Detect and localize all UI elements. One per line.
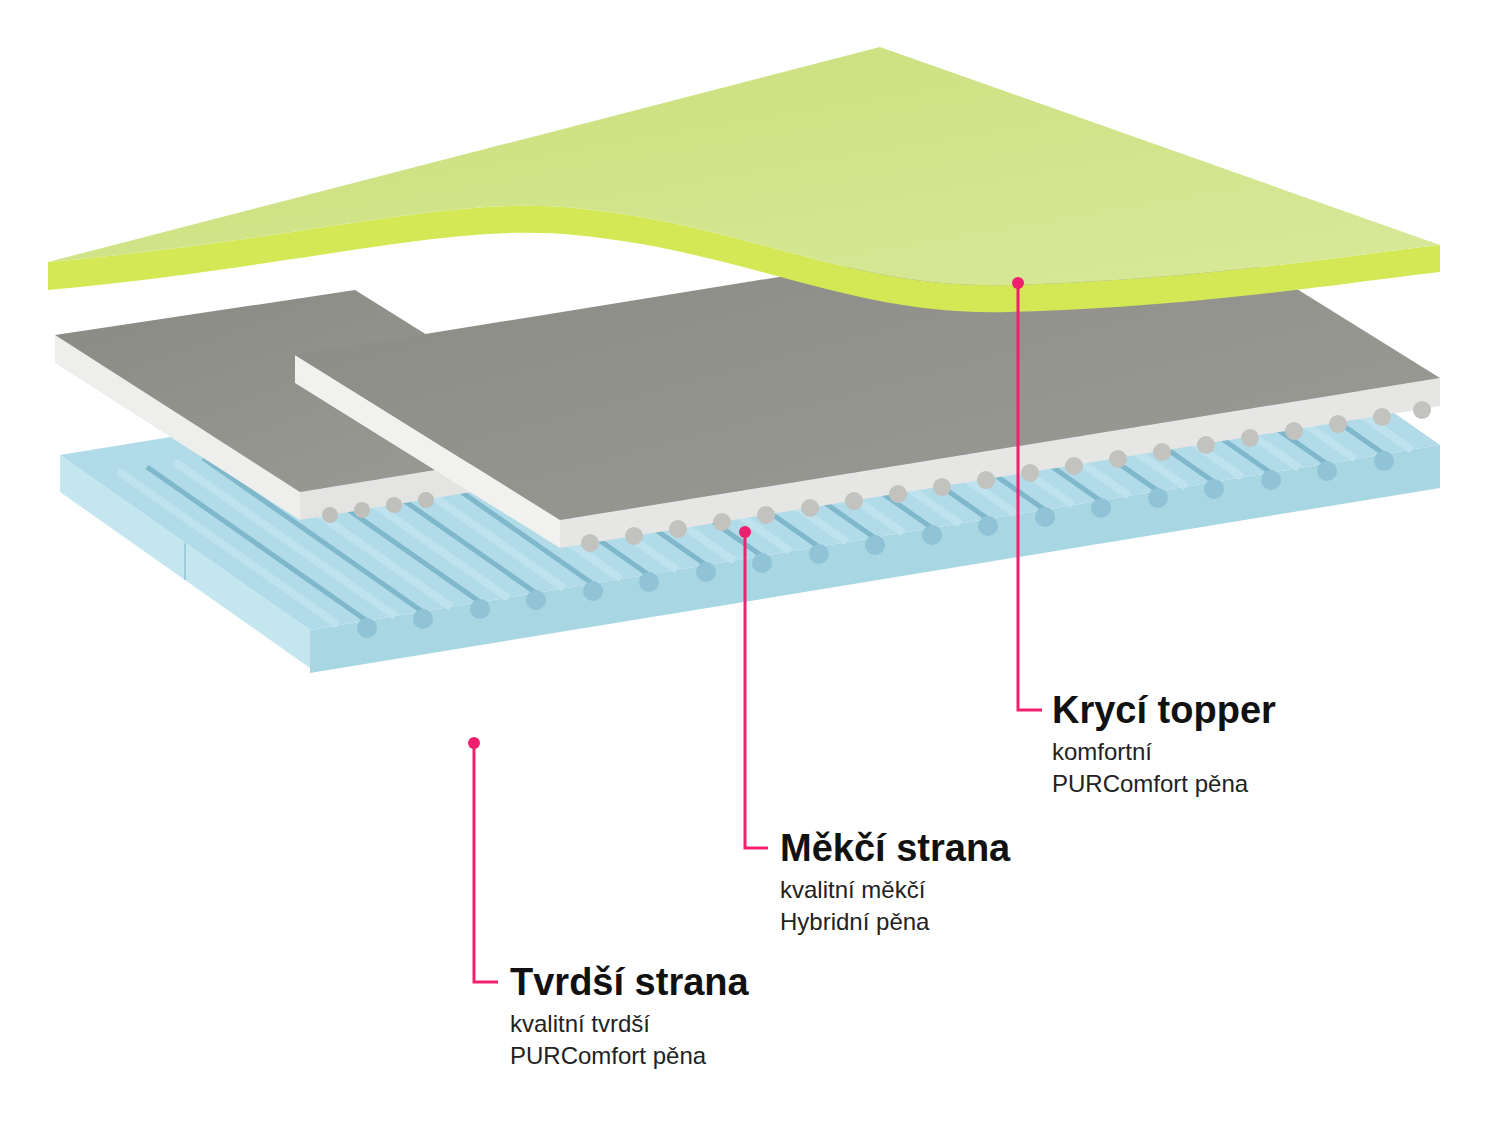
layer-description: kvalitní tvrdší PURComfort pěna xyxy=(510,1008,735,1072)
leader-dots xyxy=(468,277,1024,749)
layer-description: kvalitní měkčí Hybridní pěna xyxy=(780,874,1005,938)
layer-description: komfortní PURComfort pěna xyxy=(1052,736,1277,800)
layer-title: Krycí topper xyxy=(1052,688,1276,732)
comfort-topper xyxy=(48,47,1440,312)
layer-title: Měkčí strana xyxy=(780,826,1010,870)
leader-lines xyxy=(474,283,1042,982)
layer-title: Tvrdší strana xyxy=(510,960,749,1004)
